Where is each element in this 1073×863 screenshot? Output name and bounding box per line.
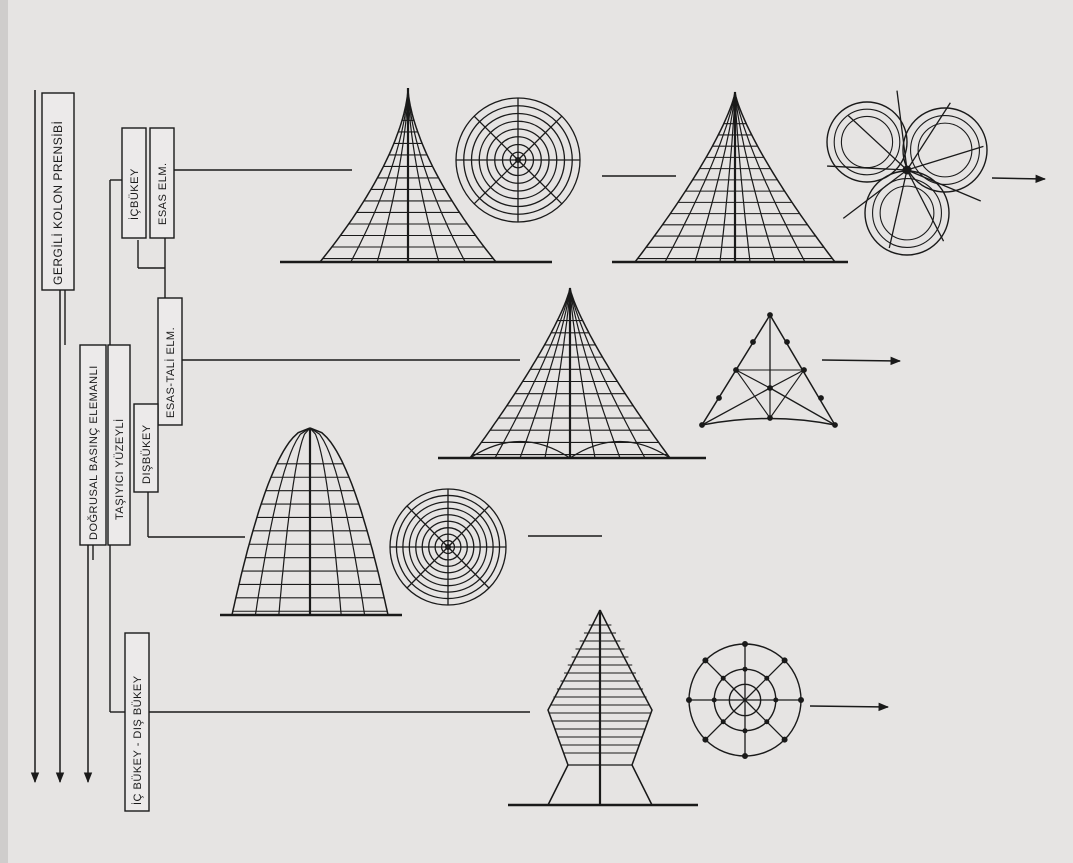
svg-text:İÇ BÜKEY - DIŞ BÜKEY: İÇ BÜKEY - DIŞ BÜKEY: [131, 675, 144, 805]
label-principle: GERGİLİ KOLON PRENSİBİ: [42, 93, 74, 290]
label-element: DOĞRUSAL BASINÇ ELEMANLI: [80, 345, 106, 545]
svg-text:GERGİLİ KOLON PRENSİBİ: GERGİLİ KOLON PRENSİBİ: [51, 121, 65, 285]
svg-text:ESAS ELM.: ESAS ELM.: [157, 162, 169, 225]
label-main-secondary: ESAS-TALİ ELM.: [158, 298, 182, 425]
svg-text:DOĞRUSAL BASINÇ ELEMANLI: DOĞRUSAL BASINÇ ELEMANLI: [87, 365, 100, 540]
svg-text:DIŞBÜKEY: DIŞBÜKEY: [141, 424, 153, 484]
svg-text:TAŞIYICI YÜZEYLİ: TAŞIYICI YÜZEYLİ: [113, 418, 126, 520]
plan-concave-convex: [687, 642, 804, 759]
label-main: ESAS ELM.: [150, 128, 174, 238]
label-convex: DIŞBÜKEY: [134, 404, 158, 492]
label-concave: İÇBÜKEY: [122, 128, 146, 238]
svg-text:ESAS-TALİ ELM.: ESAS-TALİ ELM.: [164, 327, 177, 418]
svg-text:İÇBÜKEY: İÇBÜKEY: [128, 168, 141, 220]
plan-concave-1: [456, 98, 580, 222]
plan-convex: [390, 489, 506, 605]
label-surface: TAŞIYICI YÜZEYLİ: [108, 345, 130, 545]
label-concave-convex: İÇ BÜKEY - DIŞ BÜKEY: [125, 633, 149, 811]
